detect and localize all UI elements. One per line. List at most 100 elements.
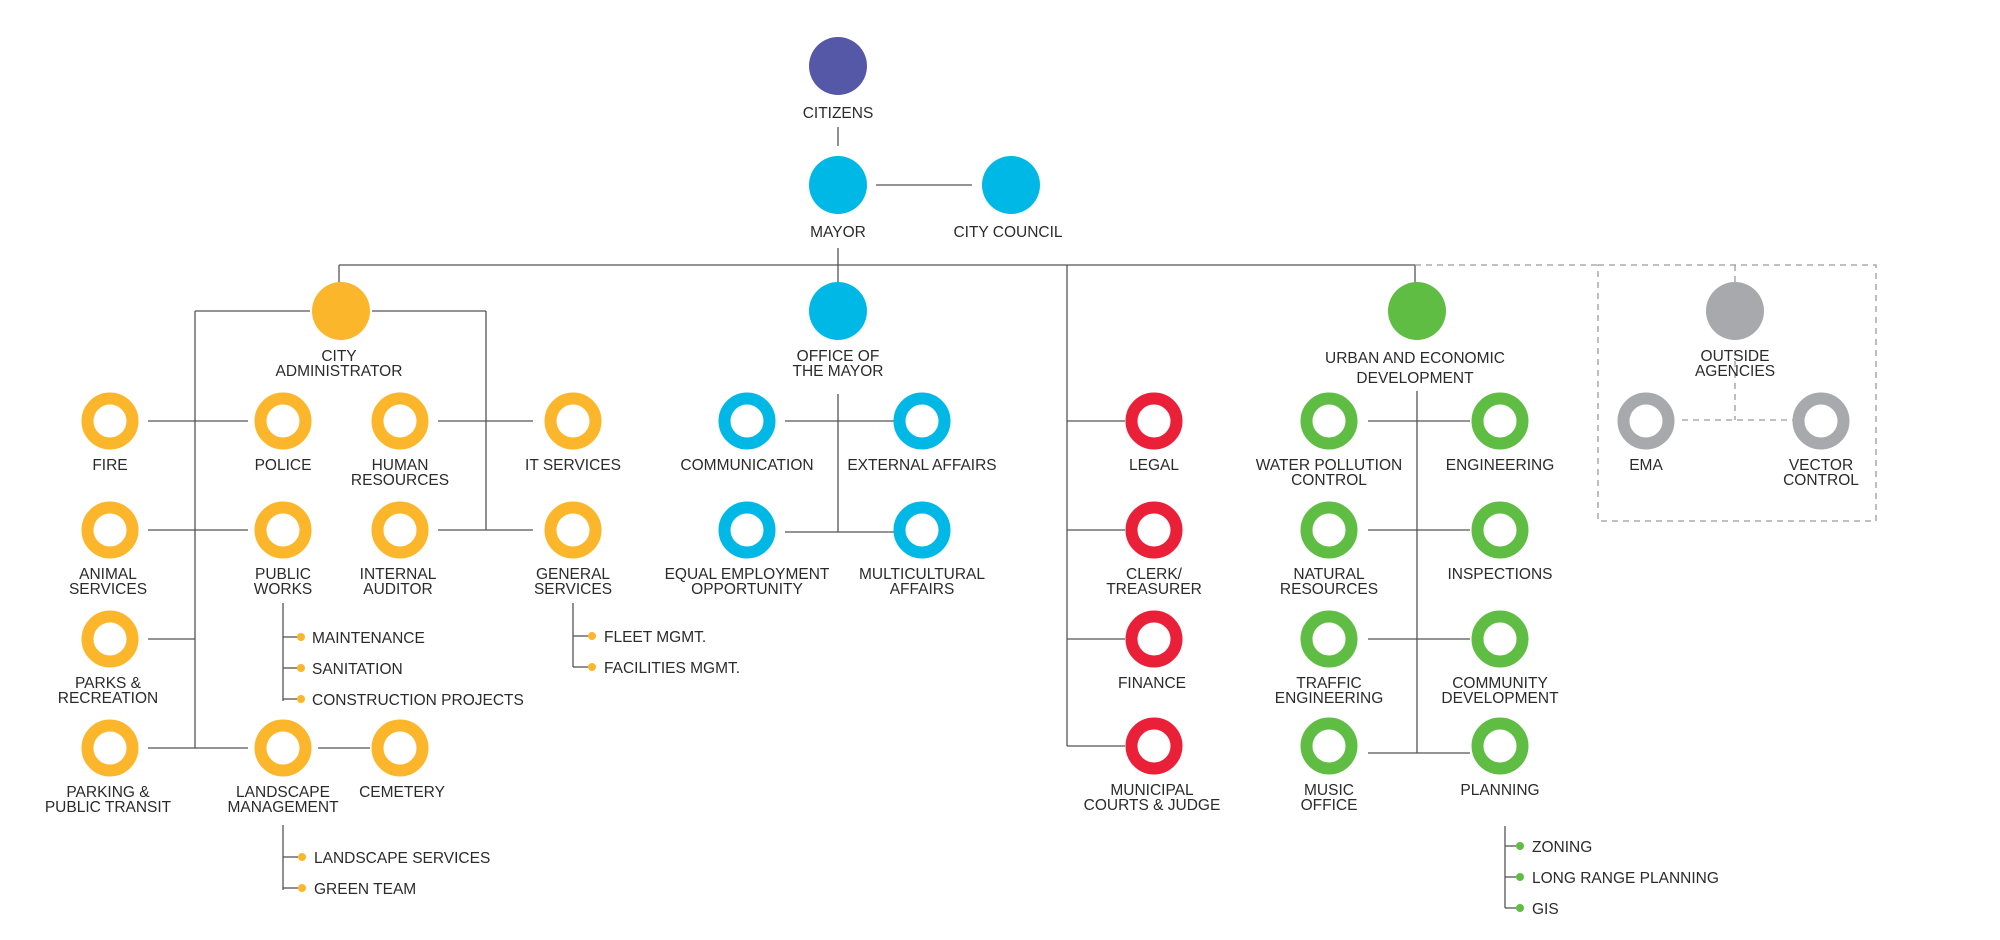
- node-label: AFFAIRS: [890, 581, 955, 598]
- node-label: MANAGEMENT: [227, 799, 339, 816]
- node-legal[interactable]: LEGAL: [1125, 392, 1183, 475]
- node-public-works[interactable]: PUBLIC WORKS: [254, 501, 313, 599]
- node-music-office-ring: [1300, 717, 1358, 775]
- node-label: AUDITOR: [363, 581, 432, 598]
- node-label: VECTOR: [1789, 457, 1853, 474]
- node-finance[interactable]: FINANCE: [1118, 610, 1186, 693]
- node-label: COMMUNITY: [1452, 675, 1548, 692]
- node-human-resources[interactable]: HUMAN RESOURCES: [351, 392, 449, 490]
- bullet-dot: [1516, 873, 1524, 881]
- node-external-affairs[interactable]: EXTERNAL AFFAIRS: [847, 392, 997, 475]
- node-fire[interactable]: FIRE: [81, 392, 139, 475]
- node-water-pollution-control[interactable]: WATER POLLUTION CONTROL: [1256, 392, 1402, 490]
- sublist-general-services: FLEET MGMT. FACILITIES MGMT.: [588, 629, 740, 677]
- sublist-item[interactable]: LANDSCAPE SERVICES: [314, 850, 490, 867]
- node-urban-economic-development[interactable]: URBAN AND ECONOMIC DEVELOPMENT: [1325, 282, 1505, 387]
- node-music-office[interactable]: MUSIC OFFICE: [1300, 717, 1358, 815]
- node-legal-ring: [1125, 392, 1183, 450]
- node-municipal-courts[interactable]: MUNICIPAL COURTS & JUDGE: [1084, 717, 1221, 815]
- node-label: PLANNING: [1460, 782, 1539, 799]
- node-animal-services[interactable]: ANIMAL SERVICES: [69, 501, 147, 599]
- sublist-item[interactable]: GIS: [1532, 901, 1559, 918]
- node-natural-resources[interactable]: NATURAL RESOURCES: [1280, 501, 1378, 599]
- bullet-dot: [588, 663, 596, 671]
- node-label: ADMINISTRATOR: [276, 363, 403, 380]
- node-water-pollution-ring: [1300, 392, 1358, 450]
- node-label: CONTROL: [1291, 472, 1367, 489]
- node-public-works-ring: [254, 501, 312, 559]
- node-label: CITY COUNCIL: [953, 224, 1062, 241]
- node-ema[interactable]: EMA: [1617, 392, 1675, 475]
- node-traffic-engineering[interactable]: TRAFFIC ENGINEERING: [1275, 610, 1384, 708]
- bullet-dot: [298, 884, 306, 892]
- sublist-item[interactable]: GREEN TEAM: [314, 881, 416, 898]
- node-clerk-treasurer-ring: [1125, 501, 1183, 559]
- node-clerk-treasurer[interactable]: CLERK/ TREASURER: [1106, 501, 1202, 599]
- node-police[interactable]: POLICE: [254, 392, 312, 475]
- node-label: ENGINEERING: [1446, 457, 1555, 474]
- node-parking-public-transit[interactable]: PARKING & PUBLIC TRANSIT: [45, 719, 172, 817]
- node-label: PUBLIC: [255, 566, 311, 583]
- node-label: SERVICES: [534, 581, 612, 598]
- node-outside-agencies-circle: [1706, 282, 1764, 340]
- node-general-services-ring: [544, 501, 602, 559]
- node-animal-services-ring: [81, 501, 139, 559]
- node-mayor[interactable]: MAYOR: [809, 156, 867, 241]
- node-community-development[interactable]: COMMUNITY DEVELOPMENT: [1441, 610, 1559, 708]
- node-vector-control[interactable]: VECTOR CONTROL: [1783, 392, 1859, 490]
- node-label: NATURAL: [1293, 566, 1365, 583]
- node-multicultural-affairs[interactable]: MULTICULTURAL AFFAIRS: [859, 501, 985, 599]
- sublist-public-works: MAINTENANCE SANITATION CONSTRUCTION PROJ…: [297, 630, 524, 709]
- node-label: LANDSCAPE: [236, 784, 330, 801]
- node-label: RESOURCES: [1280, 581, 1378, 598]
- node-ema-ring: [1617, 392, 1675, 450]
- node-equal-employment[interactable]: EQUAL EMPLOYMENT OPPORTUNITY: [665, 501, 830, 599]
- node-label: PARKING &: [66, 784, 150, 801]
- sublist-item[interactable]: LONG RANGE PLANNING: [1532, 870, 1719, 887]
- node-office-of-the-mayor[interactable]: OFFICE OF THE MAYOR: [793, 282, 884, 380]
- node-engineering-ring: [1471, 392, 1529, 450]
- node-engineering[interactable]: ENGINEERING: [1446, 392, 1555, 475]
- node-city-administrator[interactable]: CITY ADMINISTRATOR: [276, 282, 403, 380]
- node-planning[interactable]: PLANNING: [1460, 717, 1540, 800]
- node-communication-ring: [718, 392, 776, 450]
- node-mayor-circle: [809, 156, 867, 214]
- sublist-item[interactable]: FLEET MGMT.: [604, 629, 706, 646]
- node-citizens[interactable]: CITIZENS: [803, 37, 874, 122]
- node-parks-recreation-ring: [81, 610, 139, 668]
- node-outside-agencies[interactable]: OUTSIDE AGENCIES: [1695, 282, 1775, 380]
- node-label: POLICE: [255, 457, 312, 474]
- node-label: CITY: [321, 348, 356, 365]
- node-parking-transit-ring: [81, 719, 139, 777]
- node-cemetery[interactable]: CEMETERY: [359, 719, 445, 802]
- sublist-item[interactable]: MAINTENANCE: [312, 630, 425, 647]
- node-label: FINANCE: [1118, 675, 1186, 692]
- node-city-council-circle: [982, 156, 1040, 214]
- node-police-ring: [254, 392, 312, 450]
- node-inspections[interactable]: INSPECTIONS: [1447, 501, 1553, 584]
- node-landscape-management[interactable]: LANDSCAPE MANAGEMENT: [227, 719, 339, 817]
- node-label: EQUAL EMPLOYMENT: [665, 566, 830, 583]
- node-general-services[interactable]: GENERAL SERVICES: [534, 501, 612, 599]
- node-it-services[interactable]: IT SERVICES: [525, 392, 621, 475]
- node-human-resources-ring: [371, 392, 429, 450]
- sublist-item[interactable]: CONSTRUCTION PROJECTS: [312, 692, 524, 709]
- sublist-landscape-management: LANDSCAPE SERVICES GREEN TEAM: [298, 850, 490, 898]
- sublist-item[interactable]: SANITATION: [312, 661, 403, 678]
- node-internal-auditor[interactable]: INTERNAL AUDITOR: [360, 501, 437, 599]
- sublist-item[interactable]: FACILITIES MGMT.: [604, 660, 740, 677]
- node-label: ANIMAL: [79, 566, 137, 583]
- node-parks-recreation[interactable]: PARKS & RECREATION: [58, 610, 158, 708]
- node-landscape-management-ring: [254, 719, 312, 777]
- node-municipal-courts-ring: [1125, 717, 1183, 775]
- node-label: WATER POLLUTION: [1256, 457, 1402, 474]
- node-label: MULTICULTURAL: [859, 566, 985, 583]
- node-community-development-ring: [1471, 610, 1529, 668]
- sublist-item[interactable]: ZONING: [1532, 839, 1592, 856]
- bullet-dot: [588, 632, 596, 640]
- node-communication[interactable]: COMMUNICATION: [680, 392, 814, 475]
- node-city-council[interactable]: CITY COUNCIL: [953, 156, 1063, 241]
- node-finance-ring: [1125, 610, 1183, 668]
